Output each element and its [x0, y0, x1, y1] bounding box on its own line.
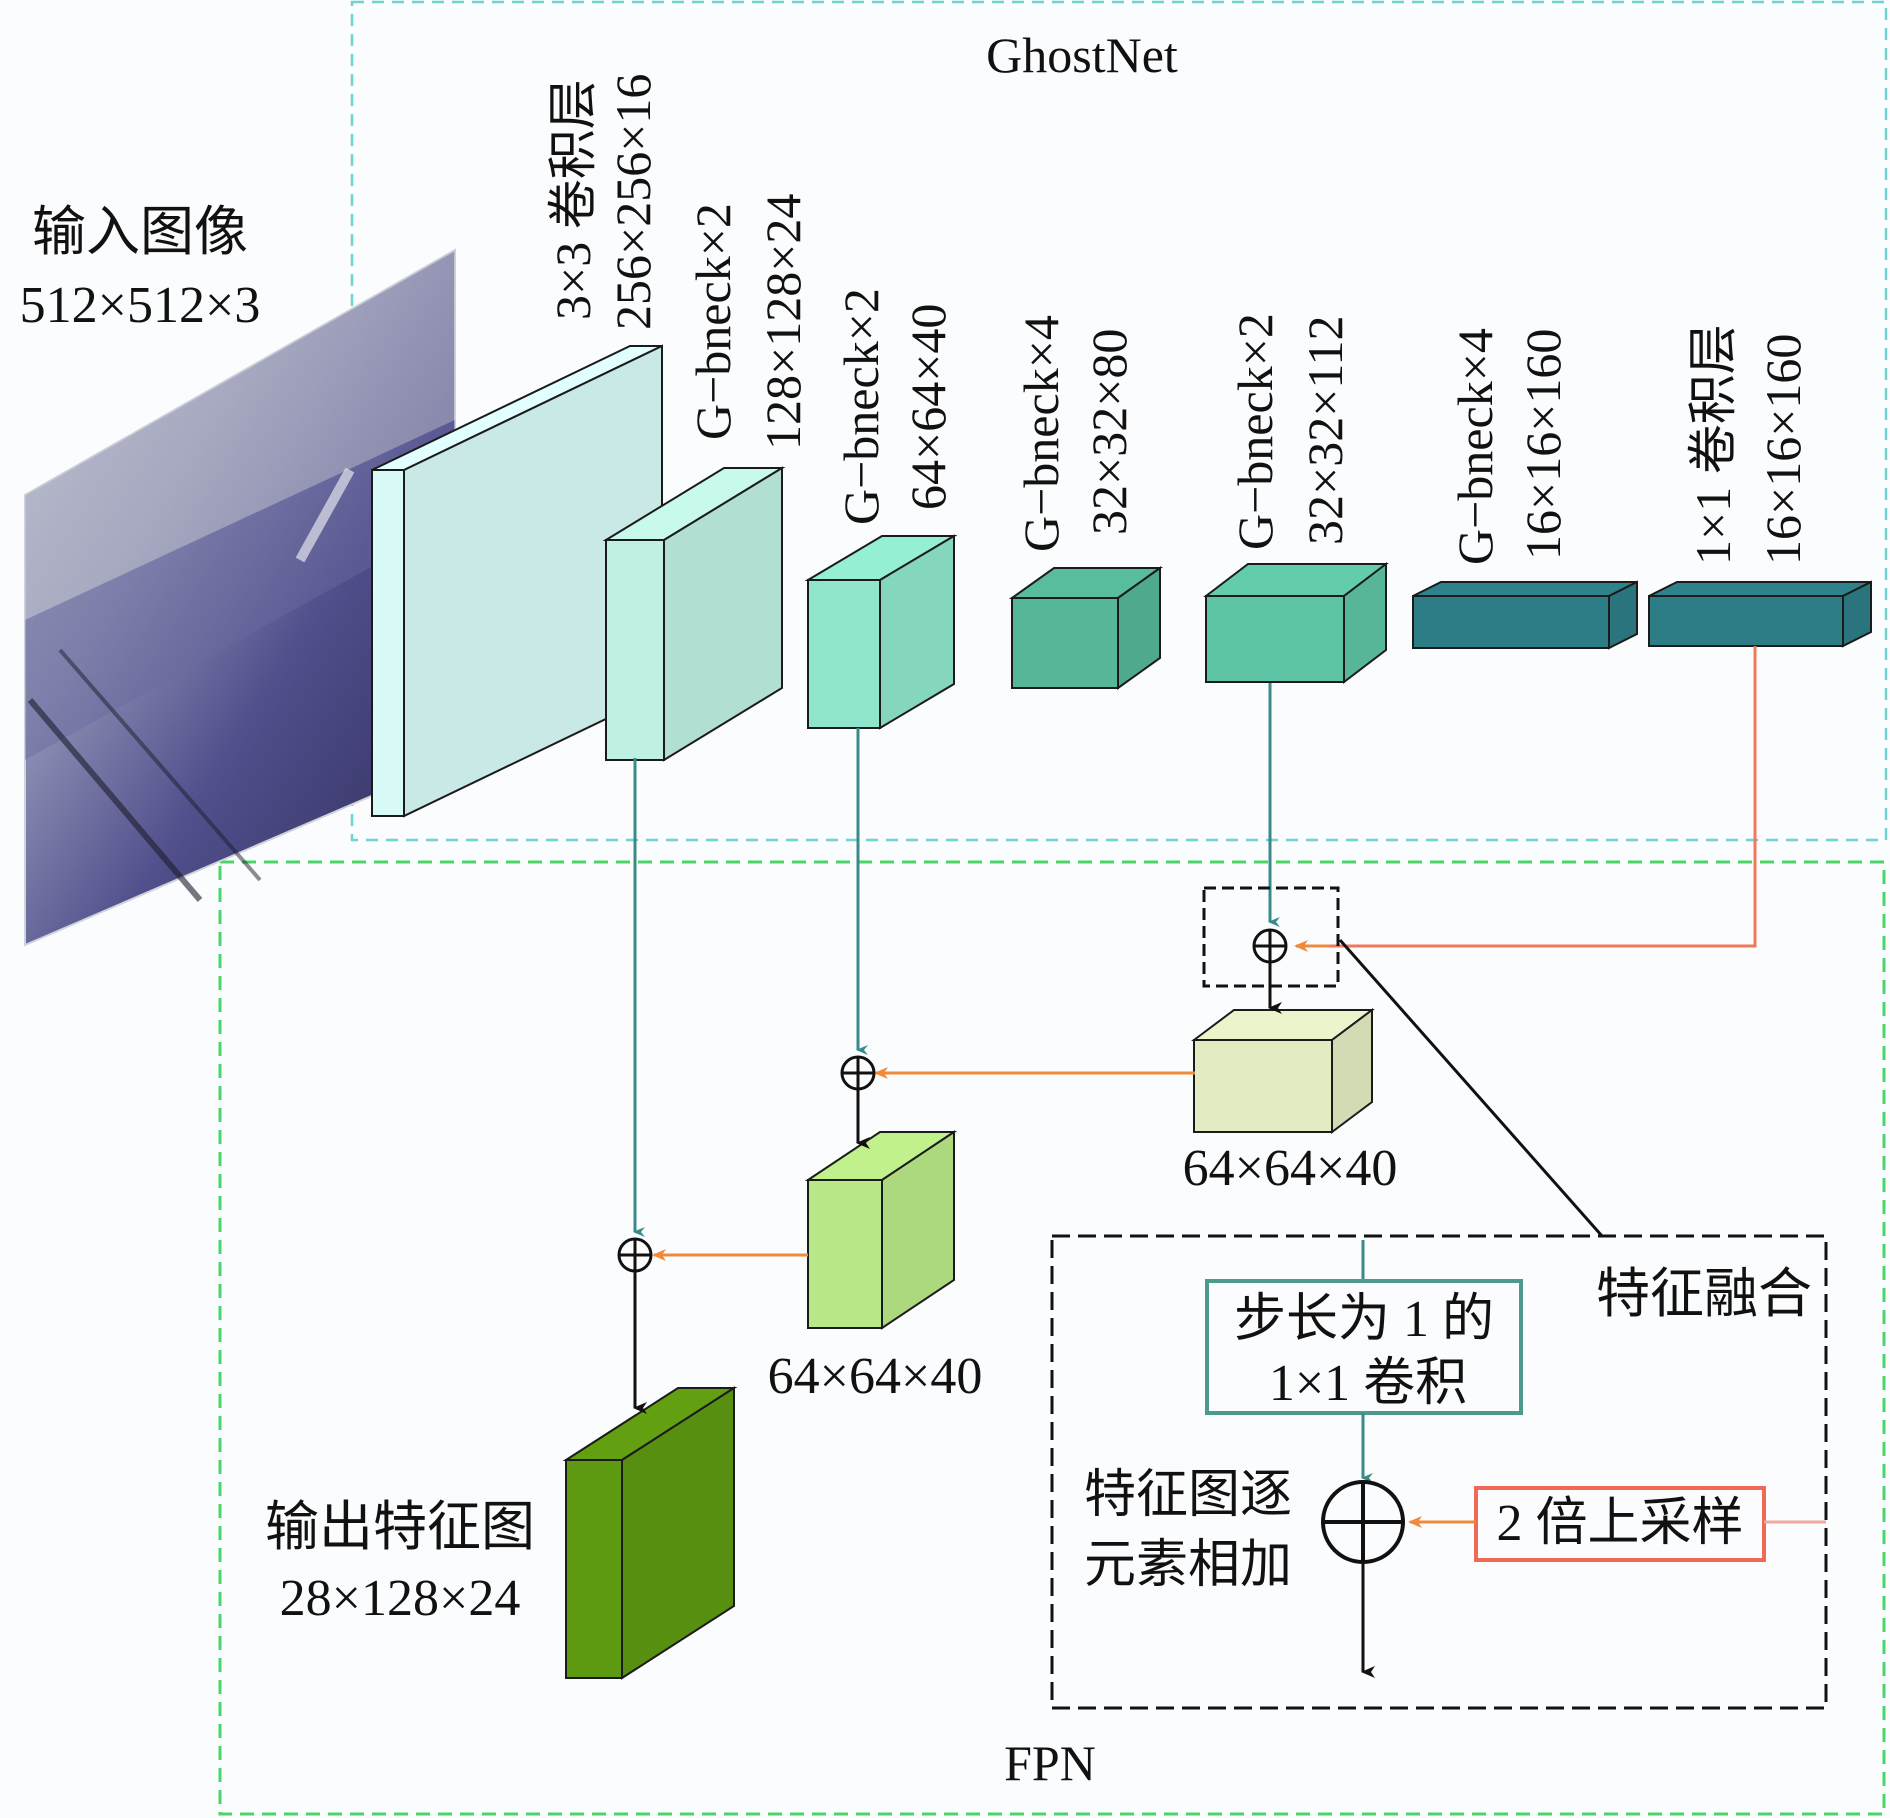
layer-5-label-1: G−bneck×2	[1227, 313, 1283, 550]
layer-5-label-2: 32×32×112	[1297, 315, 1353, 545]
legend-add-symbol	[1321, 1480, 1405, 1564]
fpn-map-2-label: 64×64×40	[768, 1348, 983, 1405]
legend-add-line1: 特征图逐	[1084, 1467, 1292, 1524]
layer-3-label-1: G−bneck×2	[833, 288, 889, 525]
fusion-highlight-box	[1202, 886, 1340, 988]
layer-2-label-2: 128×128×24	[755, 194, 811, 450]
layer-6-label-2: 16×16×160	[1515, 329, 1571, 560]
fusion-legend: 特征融合 步长为 1 的 1×1 卷积 特征图逐 元素相加 2 倍上采样	[1050, 1234, 1828, 1710]
top-path-line	[1320, 646, 1757, 948]
layer-1-label-1: 3×3 卷积层	[545, 79, 601, 320]
adders	[617, 886, 1340, 1273]
layer-6-label-1: G−bneck×4	[1447, 328, 1503, 565]
legend-upsample-label: 2 倍上采样	[1496, 1495, 1743, 1552]
legend-conv-line1: 步长为 1 的	[1234, 1291, 1494, 1348]
layer-blocks	[371, 344, 1872, 818]
fpn-map-block-2	[804, 1130, 958, 1330]
legend-add-line2: 元素相加	[1084, 1537, 1292, 1594]
fpn-title: FPN	[1004, 1735, 1096, 1791]
input-label-2: 512×512×3	[20, 277, 261, 334]
legend-leader-line	[1338, 939, 1604, 1237]
legend-conv-line2: 1×1 卷积	[1269, 1355, 1467, 1412]
layer-4-label-2: 32×32×80	[1081, 329, 1137, 535]
legend-upsample-box	[1474, 1486, 1766, 1562]
output-block	[562, 1386, 738, 1680]
fpn-region	[218, 860, 1886, 1816]
layer-block-4	[1008, 566, 1164, 690]
add-node-2	[840, 1055, 876, 1091]
input-image	[24, 248, 456, 947]
layer-7-label-1: 1×1 卷积层	[1685, 324, 1741, 565]
layer-block-1	[371, 344, 663, 818]
layer-block-3	[804, 534, 958, 730]
output-label-1: 输出特征图	[265, 1497, 535, 1557]
fpn-blocks	[562, 1008, 1375, 1680]
fpn-map-block-1	[1191, 1008, 1375, 1134]
layer-block-5	[1203, 561, 1389, 685]
add-node-3	[617, 1237, 653, 1273]
input-label-1: 输入图像	[32, 202, 248, 262]
layer-2-label-1: G−bneck×2	[685, 203, 741, 440]
layer-block-2	[602, 466, 786, 762]
layer-block-6	[1412, 580, 1638, 650]
layer-block-7	[1648, 580, 1872, 648]
legend-title: 特征融合	[1596, 1264, 1812, 1324]
legend-conv-box	[1205, 1279, 1523, 1415]
output-label-2: 28×128×24	[280, 1570, 521, 1627]
fpn-map-1-label: 64×64×40	[1183, 1140, 1398, 1197]
layer-4-label-1: G−bneck×4	[1013, 315, 1069, 552]
layer-7-label-2: 16×16×160	[1755, 334, 1811, 565]
ghostnet-title: GhostNet	[986, 27, 1178, 83]
connections	[633, 646, 1757, 1414]
layer-3-label-2: 64×64×40	[900, 304, 956, 510]
layer-1-label-2: 256×256×16	[605, 74, 661, 330]
add-node-1	[1252, 928, 1288, 964]
